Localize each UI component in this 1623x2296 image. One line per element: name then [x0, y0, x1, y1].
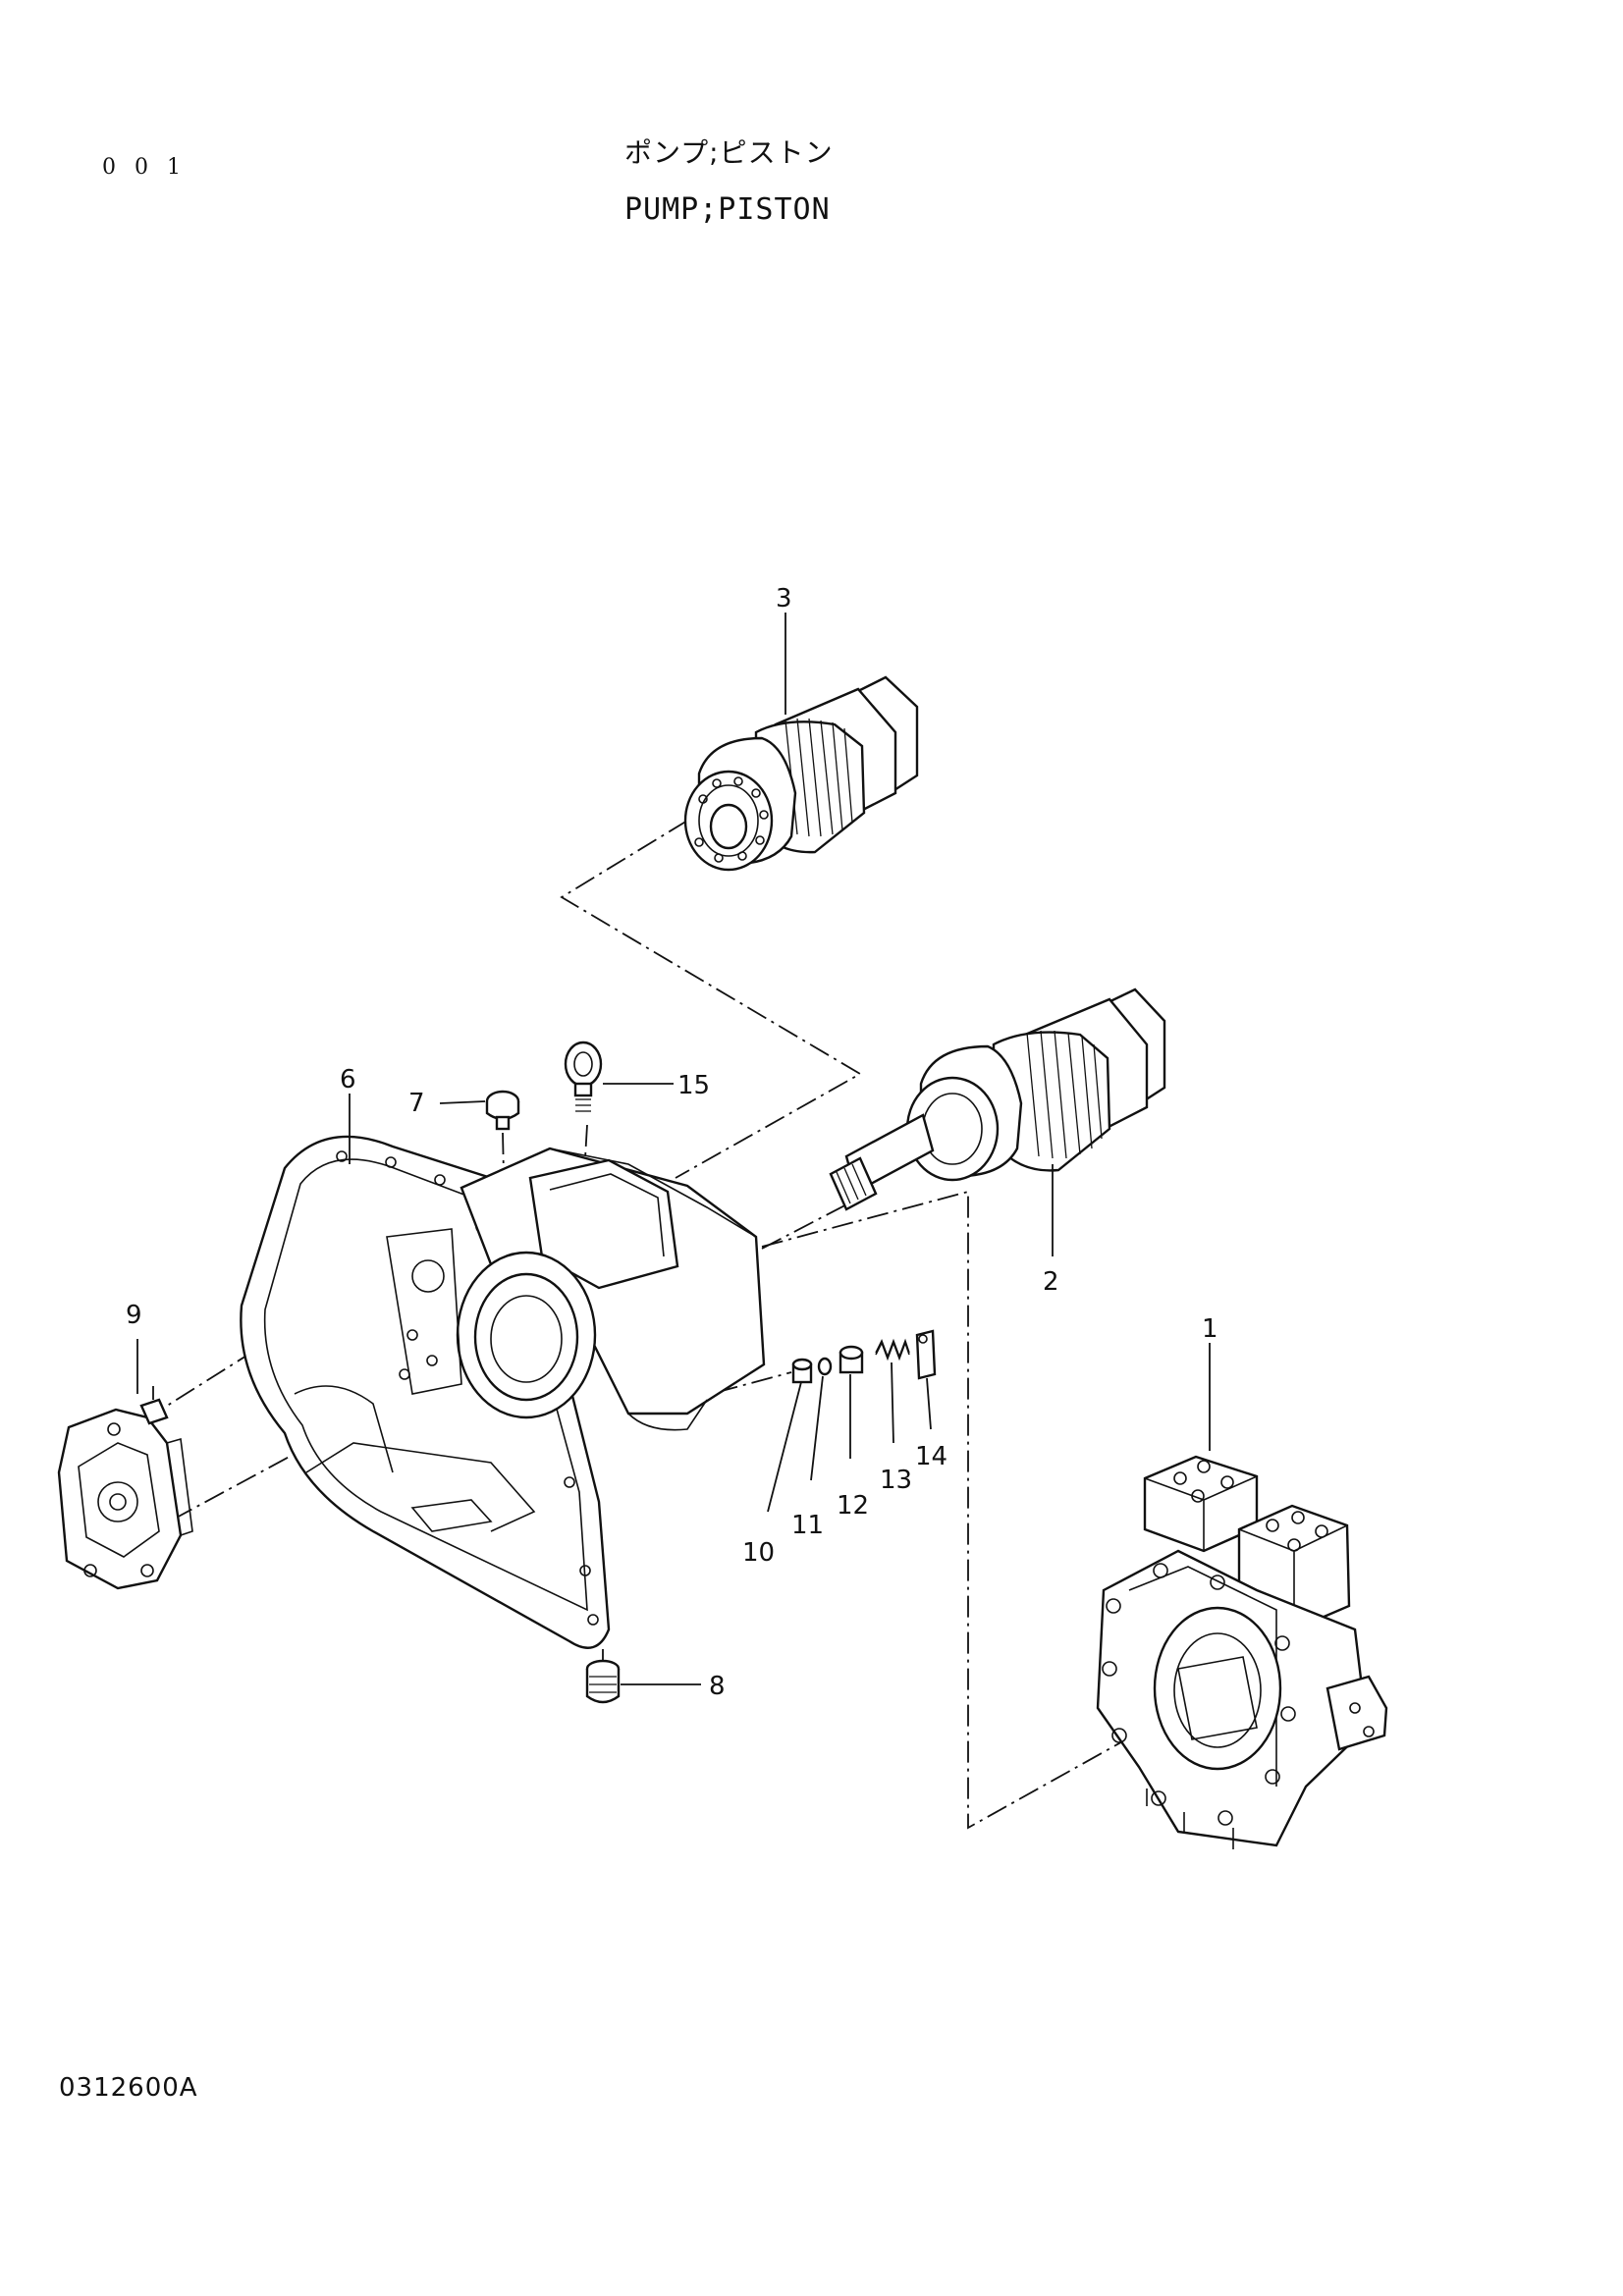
callout-3: 3	[776, 584, 792, 614]
callout-15: 15	[677, 1071, 710, 1100]
callout-13: 13	[880, 1466, 912, 1495]
callout-labels: 3 2 1 6 7 15 8 9 10 11 12 13 14	[126, 584, 1218, 1701]
callout-9: 9	[126, 1301, 142, 1330]
part-12-spool	[839, 1345, 864, 1374]
callout-12: 12	[837, 1491, 869, 1521]
part-14-plate	[915, 1329, 937, 1380]
callout-10: 10	[742, 1538, 775, 1568]
part-1-pump-assembly	[1096, 1455, 1388, 1849]
part-7-plug	[485, 1090, 520, 1131]
part-2-cylinder-block-shaft	[829, 988, 1166, 1211]
drawing-id: 0312600A	[59, 2073, 198, 2103]
part-6-pump-casing	[240, 1135, 766, 1649]
title-japanese: ポンプ;ピストン	[624, 136, 834, 169]
callout-7: 7	[408, 1089, 425, 1118]
part-13-spring	[875, 1338, 910, 1362]
callout-8: 8	[709, 1672, 726, 1701]
callout-6: 6	[340, 1065, 356, 1095]
callout-11: 11	[791, 1511, 824, 1540]
page-number: 0 0 1	[102, 155, 187, 180]
part-10-sleeve	[791, 1358, 813, 1384]
callout-1: 1	[1202, 1314, 1218, 1344]
callout-14: 14	[915, 1442, 947, 1471]
part-11-ring	[817, 1357, 833, 1376]
part-3-cylinder-block	[683, 675, 919, 872]
part-15-eye-bolt	[564, 1041, 603, 1112]
leader-lines	[136, 613, 1211, 1685]
part-9-gear-pump	[57, 1386, 193, 1590]
title-english: PUMP;PISTON	[624, 192, 831, 227]
callout-2: 2	[1043, 1267, 1059, 1297]
part-8-drain-plug	[585, 1659, 621, 1704]
